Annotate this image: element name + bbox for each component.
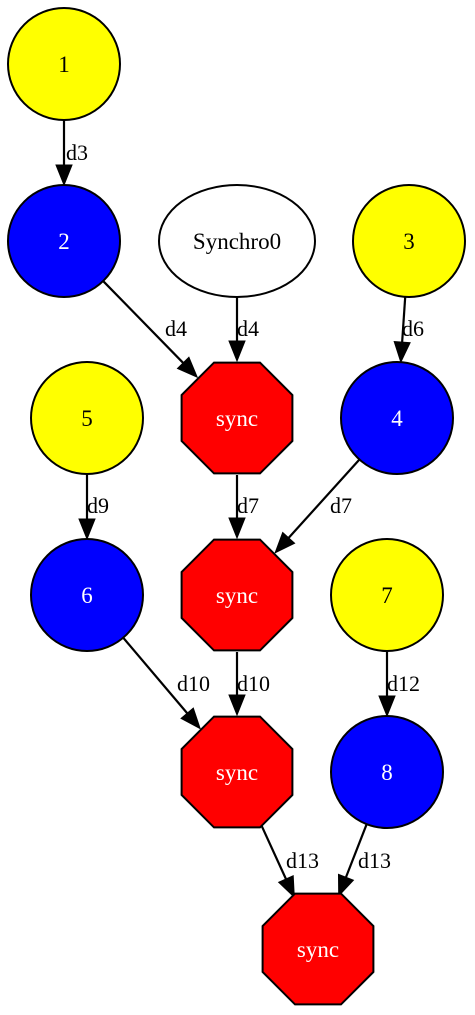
edge-arrowhead <box>55 164 73 187</box>
node-n8: 8 <box>330 715 444 829</box>
edge-line <box>259 823 287 880</box>
edge-synchro0-sync1: d4 <box>228 297 259 363</box>
node-label: sync <box>216 406 258 431</box>
node-circle <box>7 184 121 298</box>
node-circle <box>30 538 144 652</box>
edge-n7-n8: d12 <box>378 651 420 718</box>
edge-arrowhead <box>274 531 296 554</box>
node-octagon <box>180 361 294 475</box>
node-label: sync <box>216 583 258 608</box>
edge-arrowhead <box>337 873 355 898</box>
nodes-layer: 1 2 Synchro0 3 5 sync 4 6 sync 7 sync 8 sync <box>7 7 466 1006</box>
edge-arrowhead <box>228 340 246 363</box>
edge-label: d7 <box>237 493 259 518</box>
node-ellipse <box>158 184 316 298</box>
node-label: 1 <box>58 52 70 77</box>
node-n2: 2 <box>7 184 121 298</box>
edge-sync2-sync3: d10 <box>228 652 270 717</box>
edges-layer: d3 d4 d4 d6 d9 d7 d7 d10 d10 d12 d13 d13 <box>55 120 424 899</box>
edge-label: d4 <box>237 316 259 341</box>
node-circle <box>7 7 121 121</box>
edge-n8-sync4: d13 <box>337 823 391 898</box>
edge-label: d12 <box>387 671 420 696</box>
node-circle <box>30 361 144 475</box>
node-circle <box>352 184 466 298</box>
node-label: Synchro0 <box>193 229 281 254</box>
edge-line <box>287 458 361 539</box>
edge-arrowhead <box>277 874 295 899</box>
edge-label: d3 <box>66 140 88 165</box>
node-n1: 1 <box>7 7 121 121</box>
edge-line <box>344 823 368 878</box>
node-sync3: sync <box>180 715 294 829</box>
edge-label: d10 <box>177 671 210 696</box>
node-n6: 6 <box>30 538 144 652</box>
node-n4: 4 <box>340 361 454 475</box>
edge-sync1-sync2: d7 <box>228 475 259 540</box>
node-label: 3 <box>403 229 415 254</box>
edge-label: d4 <box>165 316 187 341</box>
edge-line <box>122 637 189 714</box>
node-octagon <box>180 538 294 652</box>
edge-label: d6 <box>402 316 424 341</box>
node-sync2: sync <box>180 538 294 652</box>
edge-label: d10 <box>237 671 270 696</box>
node-n3: 3 <box>352 184 466 298</box>
edge-n4-sync2: d7 <box>274 458 361 554</box>
edge-arrowhead <box>378 695 396 718</box>
node-octagon <box>261 892 375 1006</box>
edge-arrowhead <box>180 707 201 730</box>
node-label: 6 <box>81 583 93 608</box>
node-sync4: sync <box>261 892 375 1006</box>
node-synchro0: Synchro0 <box>158 184 316 298</box>
edge-arrowhead <box>78 518 96 541</box>
edge-label: d13 <box>286 848 319 873</box>
edge-line <box>401 296 407 343</box>
node-n7: 7 <box>330 538 444 652</box>
node-sync1: sync <box>180 361 294 475</box>
edge-arrowhead <box>176 356 199 379</box>
edge-n2-sync1: d4 <box>102 280 199 379</box>
edge-label: d9 <box>87 493 109 518</box>
node-label: 7 <box>381 583 393 608</box>
node-label: 2 <box>58 229 70 254</box>
edge-n6-sync3: d10 <box>122 637 210 730</box>
node-circle <box>330 715 444 829</box>
node-label: sync <box>297 937 339 962</box>
node-circle <box>330 538 444 652</box>
edge-sync3-sync4: d13 <box>259 823 319 899</box>
node-label: 4 <box>391 406 403 431</box>
edge-n5-n6: d9 <box>78 474 109 541</box>
edge-arrowhead <box>228 694 246 717</box>
node-label: sync <box>216 760 258 785</box>
edge-arrowhead <box>393 341 411 364</box>
edge-arrowhead <box>228 517 246 540</box>
node-label: 8 <box>381 760 393 785</box>
node-octagon <box>180 715 294 829</box>
node-circle <box>340 361 454 475</box>
edge-n3-n4: d6 <box>393 296 424 364</box>
edge-n1-n2: d3 <box>55 120 88 187</box>
edge-line <box>102 280 184 364</box>
node-label: 5 <box>81 406 93 431</box>
edge-label: d13 <box>358 848 391 873</box>
edge-label: d7 <box>330 493 352 518</box>
node-n5: 5 <box>30 361 144 475</box>
